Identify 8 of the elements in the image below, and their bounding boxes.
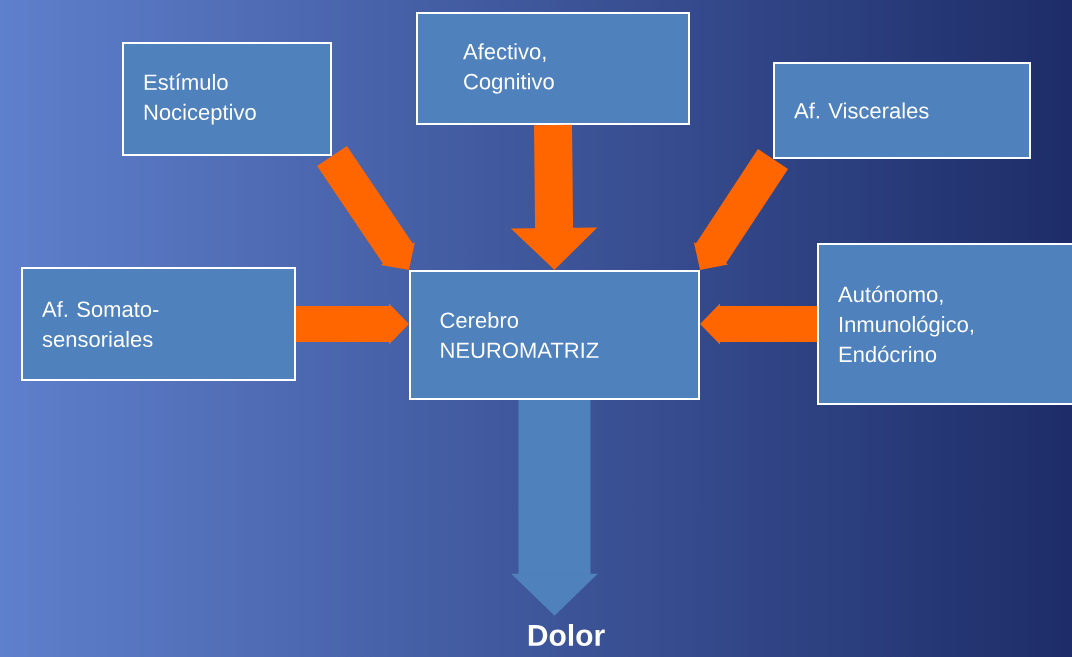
- block-arrow: [317, 145, 415, 270]
- text-box: Af. Viscerales: [773, 62, 1031, 159]
- text-box: Afectivo, Cognitivo: [416, 12, 690, 125]
- text-box: Autónomo, Inmunológico, Endócrino: [817, 243, 1072, 405]
- text-box: Cerebro NEUROMATRIZ: [409, 270, 700, 400]
- result-label: Dolor: [528, 624, 605, 647]
- text-box: Af. Somato- sensoriales: [21, 267, 296, 381]
- text-box: Estímulo Nociceptivo: [122, 42, 332, 156]
